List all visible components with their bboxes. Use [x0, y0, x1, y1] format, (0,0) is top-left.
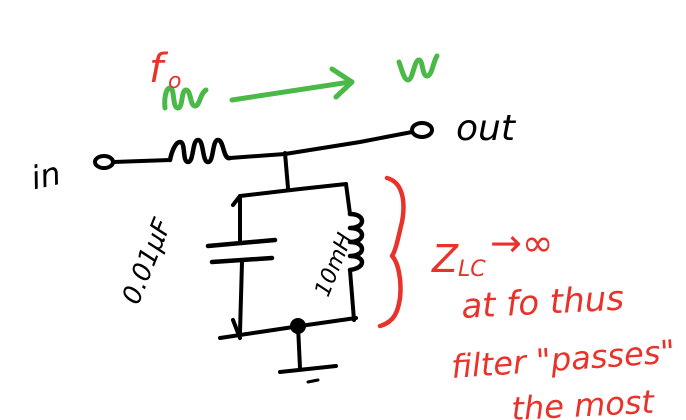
input-wire [111, 158, 172, 164]
impedance-sub: LC [458, 257, 486, 282]
note-line-2: filter "passes" [450, 332, 676, 386]
cap-plate-bottom [209, 255, 275, 265]
arrow-right-icon [229, 79, 353, 103]
f0-label: f o [149, 46, 181, 94]
input-label: in [28, 154, 64, 197]
tank-top-wire [231, 182, 348, 207]
annotations: Z LC →∞ at fo thus filter "passes" the m… [377, 175, 676, 420]
output-wave-icon [396, 53, 440, 83]
ground-symbol-small [306, 378, 320, 384]
capacitor-label: 0.01µF [117, 214, 179, 309]
resistor-icon [167, 137, 233, 165]
ind-bottom-lead [348, 268, 356, 322]
ground-symbol-icon [278, 364, 338, 374]
input-terminal [93, 154, 115, 170]
impedance-arrow: →∞ [490, 221, 554, 265]
signal-annotation [162, 53, 440, 111]
ind-top-lead [344, 182, 352, 216]
output-label: out [456, 108, 517, 149]
ground-lead [296, 324, 302, 370]
top-wire [228, 130, 414, 160]
inductor-icon [347, 211, 365, 273]
note-line-1: at fo thus [460, 279, 625, 327]
cap-bottom-lead [238, 260, 244, 334]
arrow-head-icon [329, 66, 355, 100]
brace-icon [377, 175, 406, 329]
output-terminal [410, 121, 434, 139]
note-line-3: the most [510, 382, 656, 420]
junction-drop [283, 151, 290, 190]
f0-sub-text: o [168, 69, 181, 94]
input-wave-icon [162, 85, 209, 111]
impedance-symbol: Z [431, 237, 459, 281]
f0-base-text: f [149, 46, 169, 92]
tank-bottom-wire [218, 316, 358, 340]
cap-plate-top [205, 237, 278, 249]
